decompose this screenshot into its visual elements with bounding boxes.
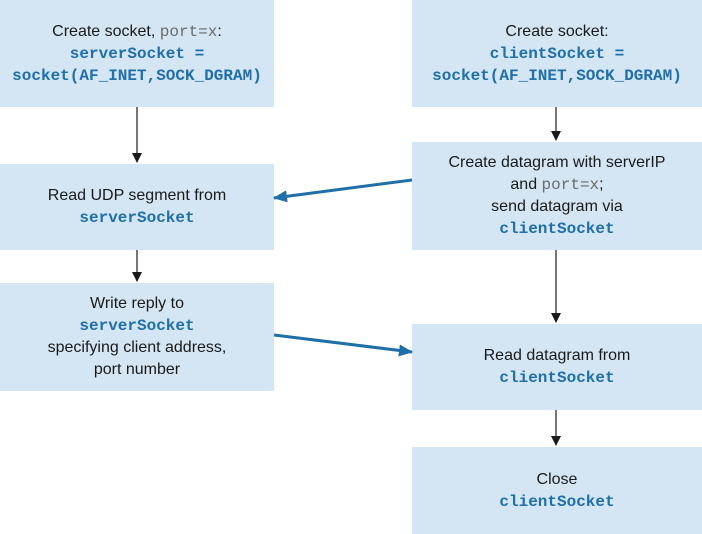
client-socket-code-line2: socket(AF_INET,SOCK_DGRAM) [432, 66, 682, 85]
server-create-socket-line: Create socket, port=x: [52, 21, 222, 43]
client-read-code: clientSocket [499, 369, 615, 387]
client-close-box: Close clientSocket [412, 447, 702, 534]
server-write-box: Write reply to serverSocket specifying c… [0, 283, 274, 391]
server-create-socket-box: Create socket, port=x: serverSocket = so… [0, 0, 274, 107]
client-read-label: Read datagram from [483, 347, 631, 364]
arrow-client-send-to-server-read [273, 178, 413, 203]
client-close-code: clientSocket [499, 492, 615, 511]
arrow-server-write-to-client-read [273, 333, 413, 357]
server-read-label: Read UDP segment from [47, 187, 227, 204]
server-port-label: port=x [159, 22, 218, 41]
server-socket-code-line2: socket(AF_INET,SOCK_DGRAM) [12, 66, 262, 85]
client-create-label: Create socket: [505, 22, 609, 40]
client-read-box: Read datagram from clientSocket [412, 324, 702, 410]
server-read-code: serverSocket [79, 209, 195, 227]
server-write-line3: specifying client address, [47, 339, 227, 356]
client-close-label: Close [536, 470, 578, 488]
client-send-semicolon: ; [599, 176, 604, 193]
server-write-label: Write reply to [90, 295, 184, 312]
server-write-line4: port number [93, 361, 181, 378]
client-port-label: port=x [541, 176, 600, 194]
client-send-code: clientSocket [499, 220, 615, 238]
server-create-colon: : [217, 22, 222, 40]
server-write-code: serverSocket [79, 317, 195, 335]
server-socket-code-line1: serverSocket = [69, 44, 205, 63]
client-send-and: and [510, 176, 542, 193]
server-read-box: Read UDP segment from serverSocket [0, 164, 274, 250]
client-send-line2: and port=x; [510, 174, 603, 196]
server-create-label: Create socket, [52, 22, 160, 40]
client-create-socket-box: Create socket: clientSocket = socket(AF_… [412, 0, 702, 107]
client-send-line1: Create datagram with serverIP [448, 154, 666, 171]
client-send-line3: send datagram via [491, 198, 623, 215]
client-send-box: Create datagram with serverIP and port=x… [412, 142, 702, 250]
client-socket-code-line1: clientSocket = [489, 44, 625, 63]
